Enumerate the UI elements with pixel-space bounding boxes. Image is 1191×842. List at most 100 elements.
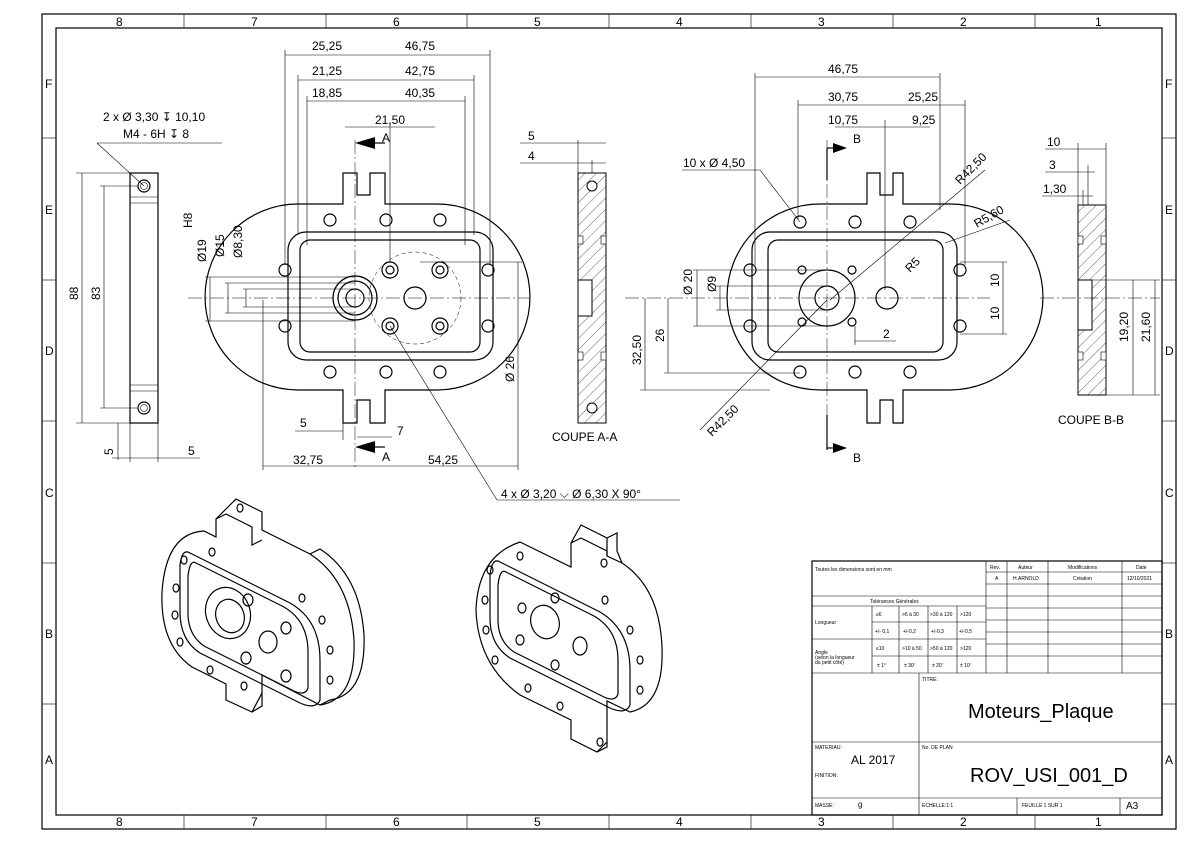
zone-col-4-bottom: 4: [676, 815, 683, 829]
title-ang-h1: ≤10: [876, 646, 885, 652]
zone-col-2-bottom: 2: [960, 815, 967, 829]
front-dim-54-25: 54,25: [428, 453, 458, 467]
zone-row-c: C: [45, 486, 54, 500]
title-ang-h3: >50 à 120: [930, 646, 953, 652]
zone-row-f: F: [45, 77, 52, 91]
title-value: Moteurs_Plaque: [968, 701, 1114, 723]
zone-col-7-bottom: 7: [251, 815, 258, 829]
title-author-header: Auteur: [1018, 565, 1033, 571]
zone-row-e-right: E: [1165, 203, 1173, 217]
title-len-h2: >6 à 30: [902, 612, 919, 618]
isometric-view-back: [475, 524, 663, 753]
title-mass-value: g: [858, 800, 862, 809]
front-dim-42-75: 42,75: [405, 64, 435, 78]
zone-row-b-right: B: [1165, 627, 1173, 641]
back-dim-46-75: 46,75: [828, 62, 858, 76]
zone-row-c-right: C: [1165, 486, 1174, 500]
side-callout-line2: M4 - 6H ↧ 8: [123, 127, 189, 141]
side-dim-88: 88: [67, 286, 81, 300]
isometric-view-front: [161, 498, 365, 713]
back-dim-10-a: 10: [988, 273, 1002, 287]
zone-col-5-bottom: 5: [534, 815, 541, 829]
zone-col-6-bottom: 6: [393, 815, 400, 829]
title-len-v2: +/-0,2: [903, 629, 916, 635]
zone-col-2: 2: [960, 15, 967, 29]
title-ang-v2: ± 30': [904, 663, 915, 669]
back-view: 46,75 30,75 25,25 10,75 9,25 B B 10 x Ø …: [625, 62, 1044, 465]
back-r5: R5: [902, 254, 923, 275]
title-len-h4: >120: [960, 612, 971, 618]
title-units-note: Toutes les dimensions sont en mm: [815, 567, 892, 573]
title-angle-label3: du petit côté): [815, 660, 844, 666]
title-rev-header: Rev.: [990, 565, 1000, 571]
section-aa-dim-5: 5: [528, 129, 535, 143]
zone-col-8-bottom: 8: [116, 815, 123, 829]
front-dim-40-35: 40,35: [405, 86, 435, 100]
front-dim-21-50: 21,50: [375, 113, 405, 127]
back-r42-50-b: R42,50: [704, 402, 741, 439]
back-d20: Ø 20: [681, 269, 695, 295]
section-aa-dim-4: 4: [528, 149, 535, 163]
front-d26: Ø 26: [503, 356, 517, 382]
side-dim-5-b: 5: [188, 444, 195, 458]
side-view: 2 x Ø 3,30 ↧ 10,10 M4 - 6H ↧ 8 88 83 5 5: [67, 110, 222, 462]
front-dim-46-75: 46,75: [405, 39, 435, 53]
section-bb-label: COUPE B-B: [1058, 413, 1124, 427]
zone-col-3-bottom: 3: [818, 815, 825, 829]
title-len-v1: +/- 0,1: [875, 629, 890, 635]
side-callout-line1: 2 x Ø 3,30 ↧ 10,10: [103, 110, 205, 124]
front-section-a-top: A: [382, 131, 390, 145]
title-ang-v3: ± 20': [932, 663, 943, 669]
back-holes-callout: 10 x Ø 4,50: [683, 156, 745, 170]
front-dim-18-85: 18,85: [312, 86, 342, 100]
back-dim-30-75: 30,75: [828, 90, 858, 104]
title-len-h1: ≤6: [876, 612, 882, 618]
title-sheet-label: FEUILLE 1 SUR 1: [1022, 803, 1063, 809]
zone-row-a-right: A: [1165, 753, 1173, 767]
title-mod-value: Création: [1073, 576, 1092, 582]
title-ang-v4: ± 10': [960, 663, 971, 669]
back-dim-26: 26: [653, 328, 667, 342]
title-material-label: MATERIAU:: [815, 745, 842, 751]
back-dim-10-75: 10,75: [828, 113, 858, 127]
title-len-h3: >30 à 120: [930, 612, 953, 618]
back-dim-25-25: 25,25: [908, 90, 938, 104]
title-scale-label: ECHELLE:1:1: [922, 803, 953, 809]
zone-col-3: 3: [818, 15, 825, 29]
front-dim-5: 5: [300, 416, 307, 430]
section-bb-dim-10: 10: [1047, 135, 1061, 149]
zone-row-b: B: [45, 627, 53, 641]
title-material-value: AL 2017: [851, 753, 896, 767]
title-date-header: Date: [1136, 565, 1147, 571]
title-block: Toutes les dimensions sont en mm Rev. Au…: [811, 560, 1163, 816]
title-author-value: H.ARNOLD: [1013, 576, 1039, 582]
title-plan-value: ROV_USI_001_D: [970, 765, 1128, 787]
title-mods-header: Modifications: [1068, 565, 1098, 571]
title-finish-label: FINITION:: [815, 773, 838, 779]
back-dim-32-50: 32,50: [630, 335, 644, 365]
back-section-b-bottom: B: [853, 451, 861, 465]
front-d8-30: Ø8,30: [231, 225, 245, 258]
zone-row-d-right: D: [1165, 344, 1174, 358]
title-ang-v1: ± 1°: [877, 663, 886, 669]
front-d19: Ø19: [195, 239, 209, 262]
title-title-label: TITRE:: [922, 677, 938, 683]
front-chamfer-callout: 4 x Ø 3,20 ⌵ Ø 6,30 X 90°: [501, 487, 641, 501]
zone-row-e: E: [45, 203, 53, 217]
title-mass-label: MASSE:: [815, 803, 834, 809]
title-angle-label1: Angle: [815, 650, 828, 656]
front-section-a-bottom: A: [382, 450, 390, 464]
front-dim-21-25: 21,25: [312, 64, 342, 78]
section-bb-dim-3: 3: [1049, 158, 1056, 172]
title-format-value: A3: [1126, 801, 1139, 812]
front-dim-32-75: 32,75: [293, 453, 323, 467]
section-bb-dim-1-30: 1,30: [1043, 182, 1067, 196]
title-ang-h2: >10 à 50: [902, 646, 922, 652]
zone-row-a: A: [45, 753, 53, 767]
title-plan-label: No. DE PLAN: [922, 745, 953, 751]
title-len-v3: +/-0,3: [931, 629, 944, 635]
section-bb-dim-19-20: 19,20: [1117, 312, 1131, 342]
back-dim-10-b: 10: [988, 306, 1002, 320]
zone-col-5: 5: [534, 15, 541, 29]
title-ang-h4: >120: [960, 646, 971, 652]
